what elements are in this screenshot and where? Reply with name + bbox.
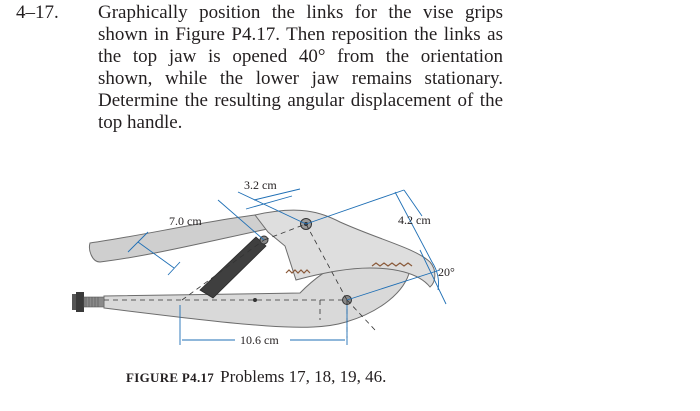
- dim-label-angle: 20°: [438, 265, 455, 279]
- dim-label-jaw: 4.2 cm: [398, 213, 431, 227]
- dim-label-link-top: 3.2 cm: [244, 178, 277, 192]
- dim-label-handle: 7.0 cm: [169, 214, 202, 228]
- dim-base-10-6cm: [179, 305, 348, 345]
- dim-jaw-4-2cm: [305, 189, 441, 301]
- adjustment-screw: [72, 292, 105, 312]
- toggle-link: [199, 236, 267, 299]
- center-lines: [104, 223, 376, 338]
- dim-label-base: 10.6 cm: [240, 333, 279, 347]
- caption-text: Problems 17, 18, 19, 46.: [220, 367, 387, 386]
- problem-number: 4–17.: [16, 2, 59, 23]
- jaw-teeth-middle: [285, 269, 311, 274]
- top-handle: [89, 214, 274, 263]
- figure-caption: FIGURE P4.17 Problems 17, 18, 19, 46.: [126, 367, 386, 387]
- problem-text: Graphically position the links for the v…: [98, 2, 503, 133]
- jaw-teeth-lower: [371, 262, 413, 267]
- dim-link-3-2cm: [217, 188, 307, 241]
- caption-label: FIGURE P4.17: [126, 370, 215, 385]
- top-jaw: [254, 209, 436, 288]
- dim-handle-7cm: [127, 231, 181, 276]
